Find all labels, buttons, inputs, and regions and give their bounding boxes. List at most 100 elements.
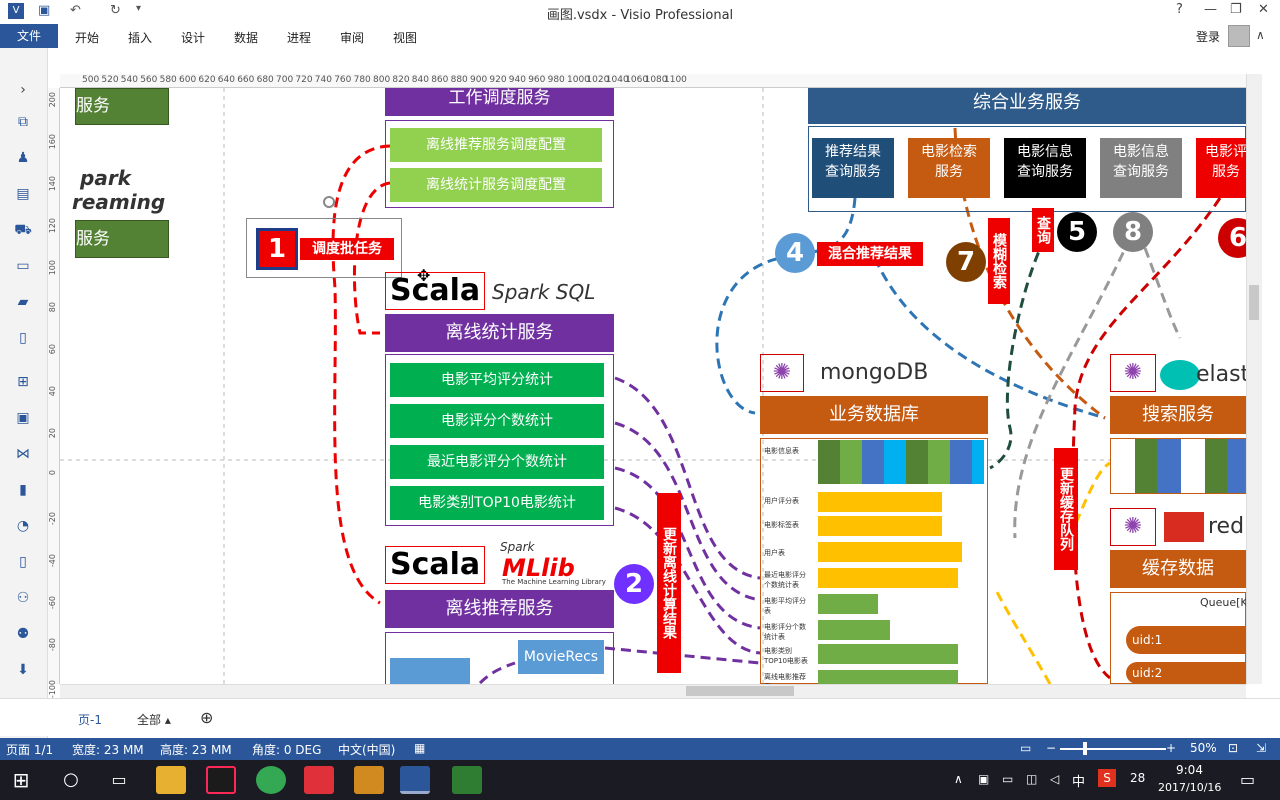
fit-page-icon[interactable]: ⊡ — [1228, 741, 1239, 755]
add-page-icon[interactable]: ⊕ — [200, 708, 214, 727]
movierecs-box[interactable]: MovieRecs — [518, 640, 604, 674]
tab-design[interactable]: 设计 — [181, 31, 206, 45]
offline-stats-config[interactable]: 离线统计服务调度配置 — [390, 168, 602, 202]
db-table-row-7[interactable] — [818, 620, 890, 640]
left-service-box-1[interactable]: 服务 — [75, 88, 169, 125]
macro-icon[interactable]: ▦ — [414, 741, 426, 755]
help-button[interactable]: ? — [1176, 2, 1183, 17]
vertical-scroll-thumb[interactable] — [1249, 285, 1259, 320]
data-cube[interactable] — [390, 658, 470, 684]
offline-recommend-header[interactable]: 离线推荐服务 — [385, 590, 614, 628]
selection-box[interactable] — [246, 218, 402, 278]
person-icon[interactable]: ♟ — [16, 150, 30, 166]
rotate-handle-icon[interactable] — [323, 196, 335, 208]
step5-number[interactable]: 5 — [1057, 212, 1097, 252]
step1-label[interactable]: 调度批任务 — [300, 238, 394, 260]
stats-item-4[interactable]: 电影类别TOP10电影统计 — [390, 486, 604, 520]
status-page[interactable]: 页面 1/1 — [6, 743, 54, 757]
update-cache-label[interactable]: 更新缓存队列 — [1054, 448, 1078, 570]
offline-recommend-config[interactable]: 离线推荐服务调度配置 — [390, 128, 602, 162]
service-movie-info-1[interactable]: 电影信息 查询服务 — [1004, 138, 1086, 198]
bag-icon[interactable]: ▰ — [17, 294, 29, 310]
intellij-icon[interactable] — [206, 766, 236, 794]
save-icon[interactable]: ▣ — [38, 3, 51, 18]
tab-page-1[interactable]: 页-1 — [78, 713, 102, 727]
step7-label[interactable]: 模糊检索 — [988, 218, 1010, 304]
step2-label[interactable]: 更新离线计算结果 — [657, 493, 681, 673]
xmind-icon[interactable] — [304, 766, 334, 794]
step2-number[interactable]: 2 — [614, 564, 654, 604]
step8-number[interactable]: 8 — [1113, 212, 1153, 252]
db-table-row-3[interactable] — [818, 516, 942, 536]
avatar[interactable] — [1228, 25, 1250, 47]
cache-uid1-row[interactable]: uid:1 — [1126, 626, 1246, 654]
step7-number[interactable]: 7 — [946, 242, 986, 282]
step6-number[interactable]: 6 — [1218, 218, 1246, 258]
tab-data[interactable]: 数据 — [234, 31, 259, 45]
tab-view[interactable]: 视图 — [393, 31, 418, 45]
visio-app-icon[interactable]: V — [8, 3, 24, 19]
tab-review[interactable]: 审阅 — [340, 31, 365, 45]
group-icon[interactable]: ⚇ — [16, 590, 30, 606]
business-db-header[interactable]: 业务数据库 — [760, 396, 988, 434]
switch-window-icon[interactable]: ⇲ — [1256, 741, 1267, 755]
page-icon[interactable]: ▯ — [19, 554, 27, 570]
db-table-row-8[interactable] — [818, 644, 958, 664]
ime-indicator[interactable]: 中 — [1072, 775, 1086, 790]
server-icon[interactable]: ▤ — [16, 186, 30, 202]
download-icon[interactable]: ⬇ — [17, 662, 29, 678]
step1-number[interactable]: 1 — [256, 228, 298, 270]
job-scheduling-header[interactable]: 工作调度服务 — [385, 88, 614, 116]
zoom-level[interactable]: 50% — [1190, 741, 1217, 755]
volume-icon[interactable]: ◁ — [1050, 772, 1060, 786]
db-table-row-2[interactable] — [818, 492, 942, 512]
status-language[interactable]: 中文(中国) — [338, 743, 396, 757]
cache-uid2-row[interactable]: uid:2 — [1126, 662, 1246, 684]
sogou-icon[interactable]: S — [1098, 769, 1116, 787]
clock-time[interactable]: 9:04 — [1176, 763, 1203, 777]
search-service-header[interactable]: 搜索服务 — [1110, 396, 1246, 434]
service-recommend-query[interactable]: 推荐结果 查询服务 — [812, 138, 894, 198]
tray-app-icon[interactable]: ▣ — [978, 772, 990, 786]
network-icon[interactable]: ⊞ — [17, 374, 29, 390]
document-icon[interactable]: ▯ — [19, 330, 27, 346]
db-table-row-4[interactable] — [818, 542, 962, 562]
expand-icon[interactable]: › — [20, 82, 26, 98]
left-service-box-2[interactable]: 服务 — [75, 220, 169, 258]
tab-home[interactable]: 开始 — [75, 31, 100, 45]
file-explorer-icon[interactable] — [156, 766, 186, 794]
book-app-icon[interactable] — [354, 766, 384, 794]
step4-number[interactable]: 4 — [775, 233, 815, 273]
file-icon[interactable]: ▮ — [19, 482, 27, 498]
connector-icon[interactable]: ⋈ — [16, 446, 30, 462]
visio-taskbar-icon[interactable] — [400, 766, 430, 794]
file-tab[interactable]: 文件 — [0, 24, 58, 48]
cache-db-header[interactable]: 缓存数据 — [1110, 550, 1246, 588]
ribbon-collapse-icon[interactable]: ∧ — [1256, 28, 1265, 42]
step5-label[interactable]: 查询 — [1032, 208, 1054, 252]
shape-icon-1[interactable]: ⧉ — [18, 114, 28, 130]
drawing-canvas[interactable]: 服务 park reaming 服务 工作调度服务 离线推荐服务调度配置 离线统… — [60, 88, 1246, 684]
search-icon[interactable]: ○ — [63, 769, 79, 790]
offline-stats-header[interactable]: 离线统计服务 — [385, 314, 614, 352]
restore-button[interactable]: ❐ — [1230, 2, 1242, 17]
zoom-in-icon[interactable]: + — [1166, 741, 1177, 755]
stats-item-3[interactable]: 最近电影评分个数统计 — [390, 445, 604, 479]
search-index-table[interactable] — [1110, 438, 1246, 494]
network-tray-icon[interactable]: ▭ — [1002, 772, 1014, 786]
login-link[interactable]: 登录 — [1196, 30, 1221, 44]
undo-icon[interactable]: ↶ — [70, 3, 81, 18]
windows-start-icon[interactable]: ⊞ — [12, 768, 30, 792]
stats-item-2[interactable]: 电影评分个数统计 — [390, 404, 604, 438]
service-movie-search[interactable]: 电影检索 服务 — [908, 138, 990, 198]
zoom-slider-thumb[interactable] — [1083, 742, 1087, 755]
service-movie-rating[interactable]: 电影评 服务 — [1196, 138, 1246, 198]
zoom-out-icon[interactable]: − — [1046, 741, 1057, 755]
composite-service-header[interactable]: 综合业务服务 — [808, 88, 1246, 124]
notification-count[interactable]: 28 — [1130, 771, 1146, 785]
zoom-slider[interactable] — [1060, 748, 1166, 750]
ime-tray-icon[interactable]: ◫ — [1026, 772, 1038, 786]
horizontal-scroll-thumb[interactable] — [686, 686, 794, 696]
vertical-scrollbar[interactable] — [1246, 74, 1262, 684]
clock-date[interactable]: 2017/10/16 — [1158, 781, 1222, 794]
